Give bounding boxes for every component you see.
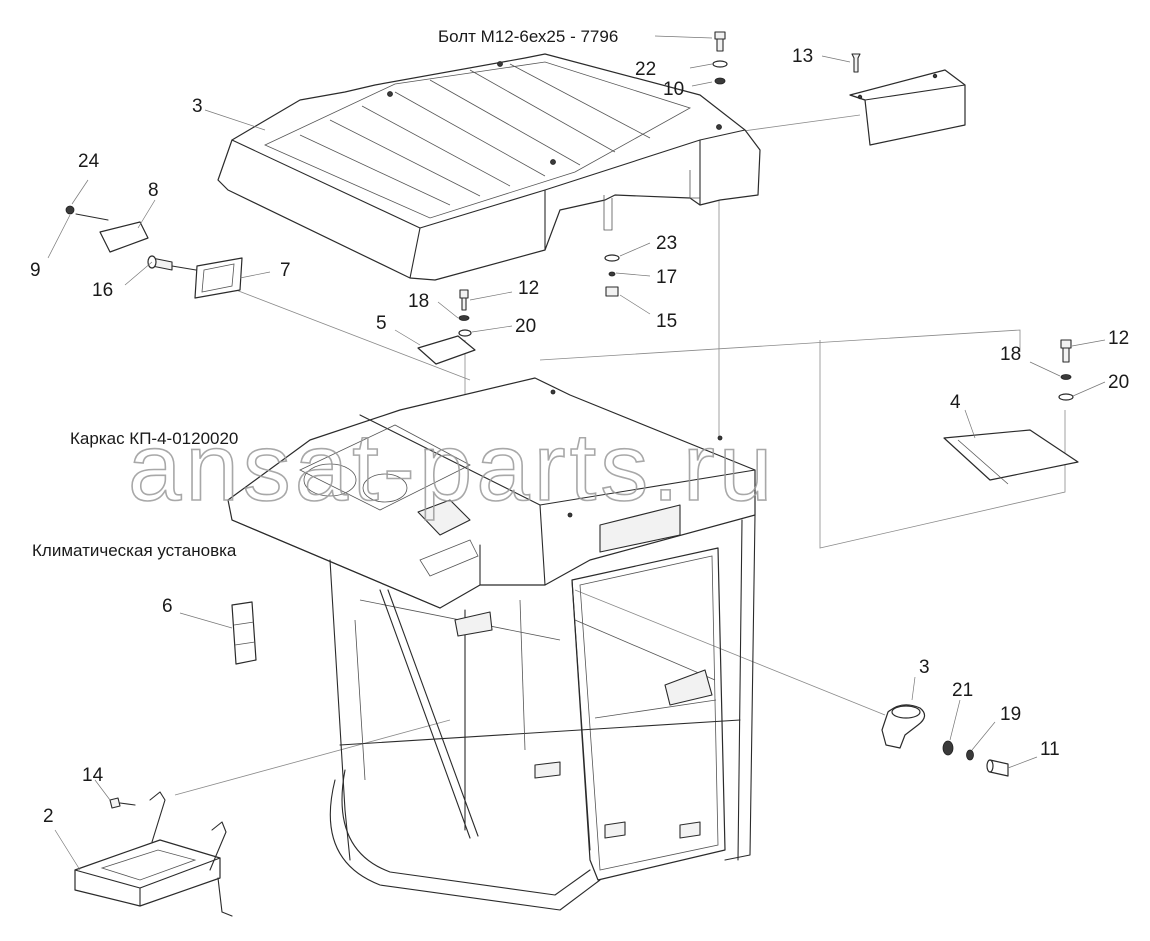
callout-4: 4 xyxy=(950,392,961,413)
callout-18-center: 18 xyxy=(408,291,429,312)
cover-4-part xyxy=(943,339,1079,485)
callout-21: 21 xyxy=(952,680,973,701)
step-2-part xyxy=(74,791,233,917)
mirror-bracket-parts xyxy=(881,704,1009,777)
callout-14: 14 xyxy=(82,765,104,786)
callout-3-bracket: 3 xyxy=(919,657,930,678)
callout-9: 9 xyxy=(30,260,41,281)
frame-note-label: Каркас КП-4-0120020 xyxy=(70,429,238,448)
roof-panel-part xyxy=(217,53,761,281)
callout-11: 11 xyxy=(1040,739,1060,760)
callout-8: 8 xyxy=(148,180,159,201)
lamp-assembly-parts xyxy=(65,205,243,299)
callout-3-roof: 3 xyxy=(192,96,203,117)
callout-17: 17 xyxy=(656,267,677,288)
callout-2: 2 xyxy=(43,806,54,827)
bolt-note-label: Болт М12-6ех25 - 7796 xyxy=(438,27,618,46)
callout-5: 5 xyxy=(376,313,387,334)
switch-block-6-part xyxy=(231,601,257,665)
callout-12-center: 12 xyxy=(518,278,539,299)
climate-unit-label: Климатическая установка xyxy=(32,541,237,560)
callout-7: 7 xyxy=(280,260,291,281)
cover-5-part xyxy=(417,289,476,365)
callout-16: 16 xyxy=(92,280,113,301)
roof-fasteners xyxy=(604,31,728,297)
callout-10: 10 xyxy=(663,79,684,100)
callout-12-right: 12 xyxy=(1108,328,1129,349)
callout-18-right: 18 xyxy=(1000,344,1021,365)
watermark-text: ansat-parts.ru xyxy=(128,414,776,521)
callout-22: 22 xyxy=(635,59,656,80)
bracket-13-part xyxy=(849,53,966,146)
callout-20-center: 20 xyxy=(515,316,536,337)
callout-6: 6 xyxy=(162,596,173,617)
callout-24: 24 xyxy=(78,151,100,172)
callout-19: 19 xyxy=(1000,704,1021,725)
callout-labels: Болт М12-6ех25 - 7796 Каркас КП-4-012002… xyxy=(30,27,1129,827)
callout-23: 23 xyxy=(656,233,677,254)
callout-13: 13 xyxy=(792,46,813,67)
cab-frame-part xyxy=(227,377,756,911)
leader-lines xyxy=(47,35,1106,871)
callout-15: 15 xyxy=(656,311,677,332)
callout-20-right: 20 xyxy=(1108,372,1129,393)
